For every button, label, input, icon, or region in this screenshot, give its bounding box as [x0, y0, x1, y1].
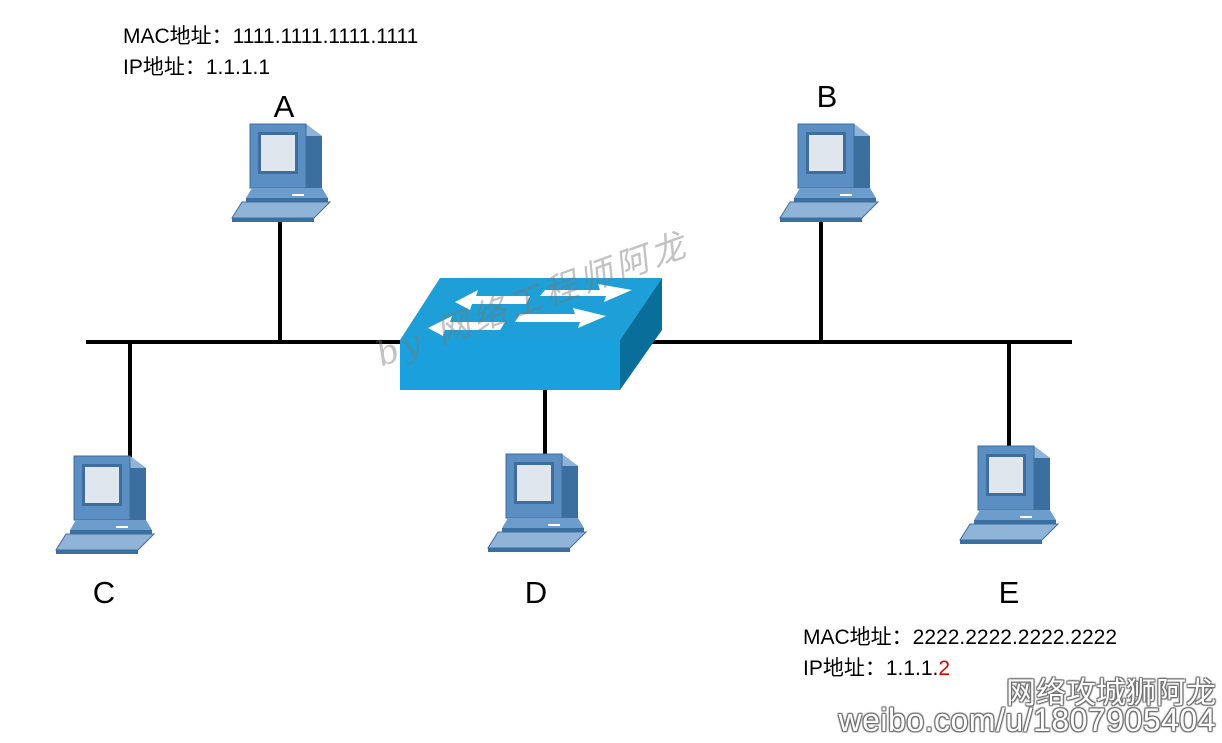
- host-a-ip-row: IP地址：1.1.1.1: [123, 52, 418, 83]
- host-a-info: MAC地址：1111.1111.1111.1111 IP地址：1.1.1.1: [123, 21, 418, 83]
- host-e-ip-last: 2: [938, 657, 951, 680]
- ip-label: IP地址：: [123, 56, 206, 79]
- host-e-info: MAC地址：2222.2222.2222.2222 IP地址：1.1.1.2: [803, 622, 1117, 684]
- pc-d-icon: [487, 453, 587, 553]
- node-label-c: C: [92, 575, 116, 610]
- weibo-url-watermark: weibo.com/u/1807905404: [838, 702, 1216, 738]
- pc-e-icon: [959, 445, 1059, 545]
- weibo-name-watermark: 网络攻城狮阿龙: [1006, 676, 1216, 711]
- host-a-mac: 1111.1111.1111.1111: [232, 25, 419, 48]
- switch-icon: [400, 278, 662, 390]
- host-e-mac-row: MAC地址：2222.2222.2222.2222: [803, 622, 1117, 653]
- host-e-ip-prefix: 1.1.1.: [885, 657, 939, 680]
- mac-label: MAC地址：: [123, 25, 233, 48]
- node-label-a: A: [273, 89, 295, 124]
- pc-c-icon: [55, 455, 155, 555]
- node-label-b: B: [816, 79, 838, 114]
- host-e-mac: 2222.2222.2222.2222: [912, 626, 1118, 649]
- node-label-d: D: [524, 575, 548, 610]
- host-a-mac-row: MAC地址：1111.1111.1111.1111: [123, 21, 418, 52]
- host-a-ip: 1.1.1.1: [205, 56, 271, 79]
- pc-b-icon: [779, 123, 879, 223]
- pc-a-icon: [231, 123, 331, 223]
- mac-label: MAC地址：: [803, 626, 913, 649]
- host-e-ip-row: IP地址：1.1.1.2: [803, 653, 1117, 684]
- node-label-e: E: [998, 575, 1020, 610]
- ip-label: IP地址：: [803, 657, 886, 680]
